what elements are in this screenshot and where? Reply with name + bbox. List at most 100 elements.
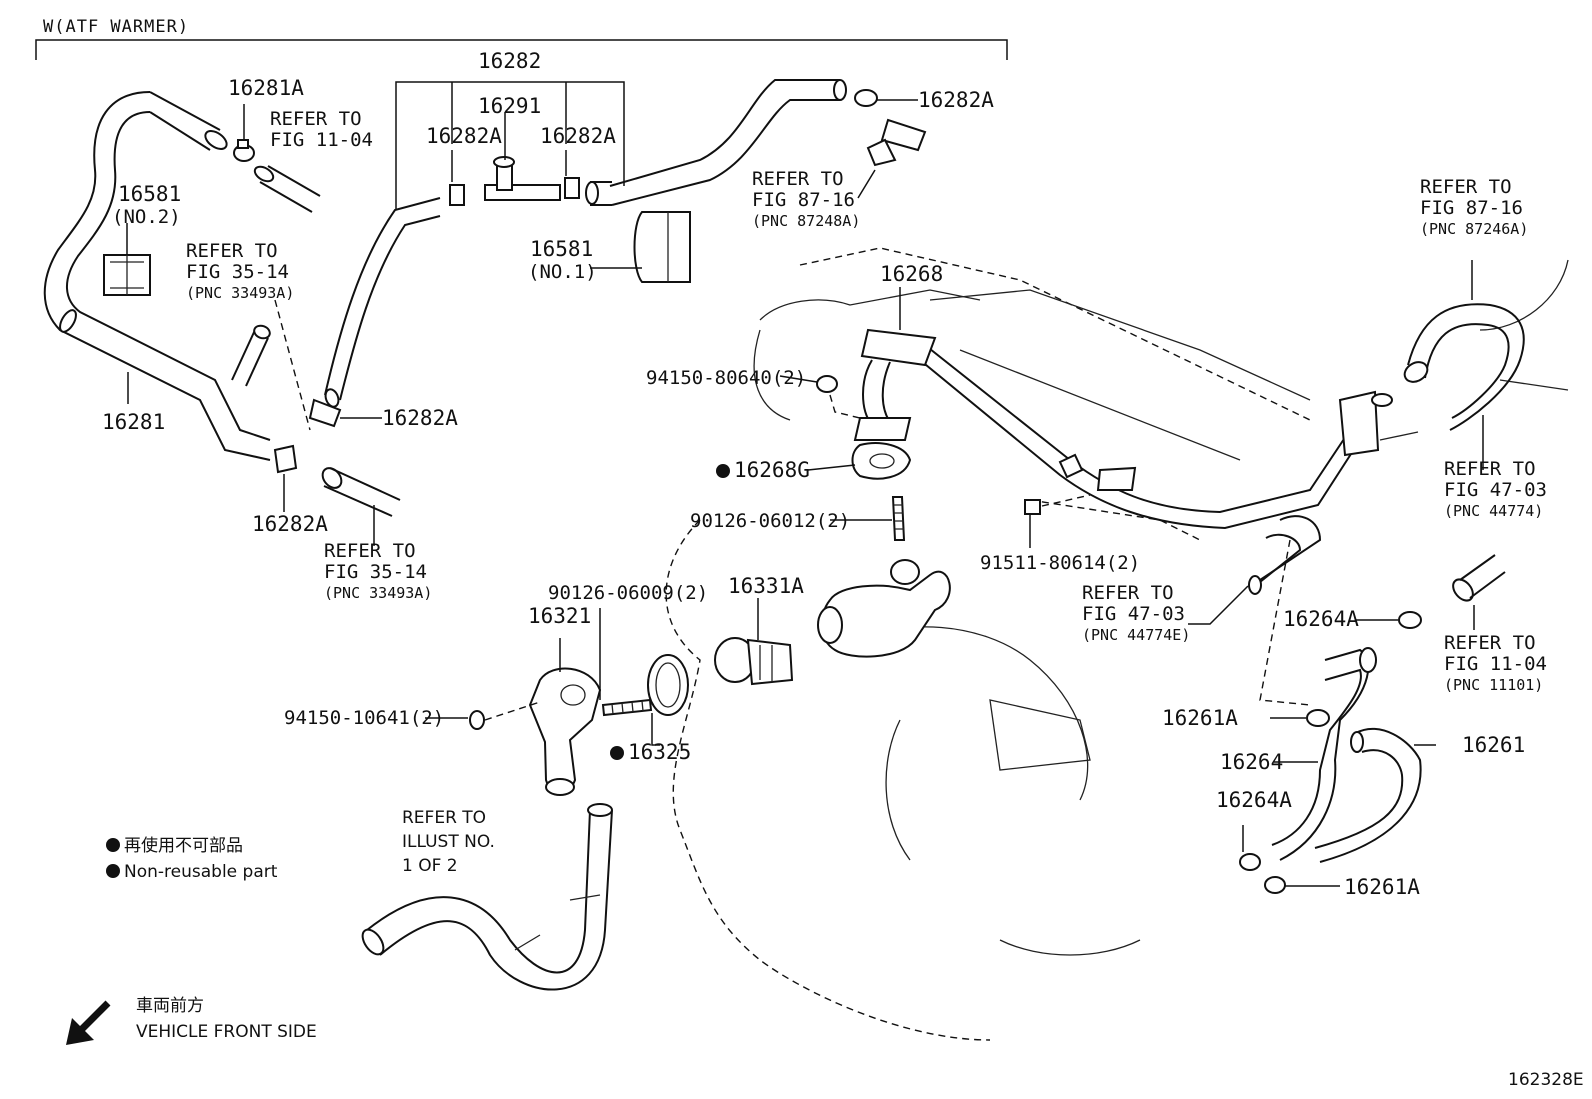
part-16581-no2-suffix: (NO.2) [112,206,181,228]
clamp-16261A-upper [1306,709,1330,727]
part-91511-80614: 91511-80614(2) [980,552,1141,574]
ref-fig47-03-right-line2: FIG 47-03 [1444,479,1547,501]
ref-fig11-04-right-line2: FIG 11-04 [1444,653,1547,675]
stud-90126-06012 [891,496,906,541]
hose-16282 [324,79,847,408]
part-16282A-mid-left: 16282A [426,124,502,148]
thermostat-housing [817,559,951,658]
hose-16264 [1271,647,1377,861]
ref-fig47-03-center-pnc: (PNC 44774E) [1082,626,1191,644]
ref-fig47-03-center-line1: REFER TO [1082,582,1174,604]
clamp-16282A-mid-left [449,184,465,206]
figure-id: 162328E [1508,1070,1584,1090]
legend-en-text: Non-reusable part [124,862,278,882]
non-reusable-dot-icon [610,746,624,760]
clamp-16282A-bottom [273,444,298,474]
part-90126-06009: 90126-06009(2) [548,582,709,604]
legend-en: Non-reusable part [106,862,277,882]
ref-fig35-14-lower-line2: FIG 35-14 [324,561,427,583]
non-reusable-dot-icon [716,464,730,478]
clamp-16282A-top-right [854,89,878,107]
part-16581-no1: 16581 [530,237,594,261]
part-16325: 16325 [610,740,691,764]
part-94150-10641: 94150-10641(2) [284,707,445,729]
valve-87248A [866,118,927,167]
front-side-en: VEHICLE FRONT SIDE [136,1022,317,1042]
protector-16581-no1 [633,211,691,283]
ref-fig35-14-lower-pnc: (PNC 33493A) [324,584,433,602]
part-16268: 16268 [880,262,944,286]
clamp-16281A [233,139,255,162]
nut-94150-10641 [469,701,541,730]
part-16282A-bottom: 16282A [252,512,328,536]
part-94150-80640: 94150-80640(2) [646,367,807,389]
part-16282A-mid-right: 16282A [540,124,616,148]
pipe-refer-35-14-lower [321,467,401,517]
part-16264A-right: 16264A [1283,607,1359,631]
leader-lines [126,81,1484,887]
ref-fig11-04-right-line1: REFER TO [1444,632,1536,654]
clamp-16282A-left [308,398,342,428]
ref-illust-line3: 1 OF 2 [402,856,458,876]
ref-fig35-14-lower-line1: REFER TO [324,540,416,562]
gasket-16268G [851,442,912,480]
bolt-91511-80614 [1024,494,1091,515]
part-16264: 16264 [1220,750,1284,774]
clamp-16264A-lower [1239,853,1261,871]
part-16282A-top-right: 16282A [918,88,994,112]
part-16581-no2: 16581 [118,182,182,206]
part-16291: 16291 [478,94,542,118]
ref-illust-line1: REFER TO [402,808,487,828]
part-16261: 16261 [1462,733,1526,757]
ref-fig47-03-right-line1: REFER TO [1444,458,1536,480]
ref-illust-line2: ILLUST NO. [402,832,495,852]
hose-16281 [43,91,271,461]
clamp-16261A-lower [1264,876,1286,894]
ref-fig11-04-top-line1: REFER TO [270,108,362,130]
ref-fig87-16-mid-line2: FIG 87-16 [752,189,855,211]
legend-jp: 再使用不可部品 [106,836,243,856]
legend-jp-text: 再使用不可部品 [124,836,243,856]
hose-stub-end [585,181,599,205]
non-reusable-dot-icon [106,838,120,852]
ref-fig87-16-mid-pnc: (PNC 87248A) [752,212,861,230]
variant-label: W(ATF WARMER) [43,17,190,37]
non-reusable-dot-icon [106,864,120,878]
clamp-16282A-mid-right [564,177,580,199]
part-16281: 16281 [102,410,166,434]
protector-16581-no2 [103,254,151,296]
nut-94150-80640 [816,375,861,419]
part-16261A-upper: 16261A [1162,706,1238,730]
ref-fig87-16-mid-line1: REFER TO [752,168,844,190]
hose-refer-illust [361,803,613,991]
variant-bracket [35,39,1008,60]
ref-fig11-04-right-pnc: (PNC 11101) [1444,676,1544,694]
pipe-refer-35-14-upper [231,299,311,431]
vehicle-front-arrow-icon [66,1000,111,1045]
pipe-refer-11-04-right [1452,554,1506,602]
pipe-refer-11-04 [253,165,321,213]
part-16268G-number: 16268G [734,458,810,482]
ref-fig35-14-upper-line1: REFER TO [186,240,278,262]
hose-16261 [1314,727,1422,863]
part-16282: 16282 [478,49,542,73]
part-16282A-left: 16282A [382,406,458,430]
part-16581-no1-suffix: (NO.1) [528,261,597,283]
front-side-jp: 車両前方 [136,996,204,1016]
clamp-16264A-right [1398,611,1422,629]
ref-fig87-16-right-pnc: (PNC 87246A) [1420,220,1529,238]
ref-fig35-14-upper-line2: FIG 35-14 [186,261,289,283]
gasket-16325 [647,654,689,716]
part-16264A-lower: 16264A [1216,788,1292,812]
water-inlet-16321 [528,667,602,796]
ref-fig35-14-upper-pnc: (PNC 33493A) [186,284,295,302]
part-16321: 16321 [528,604,592,628]
part-16281A: 16281A [228,76,304,100]
ref-fig87-16-right-line1: REFER TO [1420,176,1512,198]
ref-fig87-16-right-line2: FIG 87-16 [1420,197,1523,219]
routing-dash [1259,539,1311,706]
ref-fig47-03-right-pnc: (PNC 44774) [1444,502,1544,520]
ref-fig11-04-top-line2: FIG 11-04 [270,129,373,151]
